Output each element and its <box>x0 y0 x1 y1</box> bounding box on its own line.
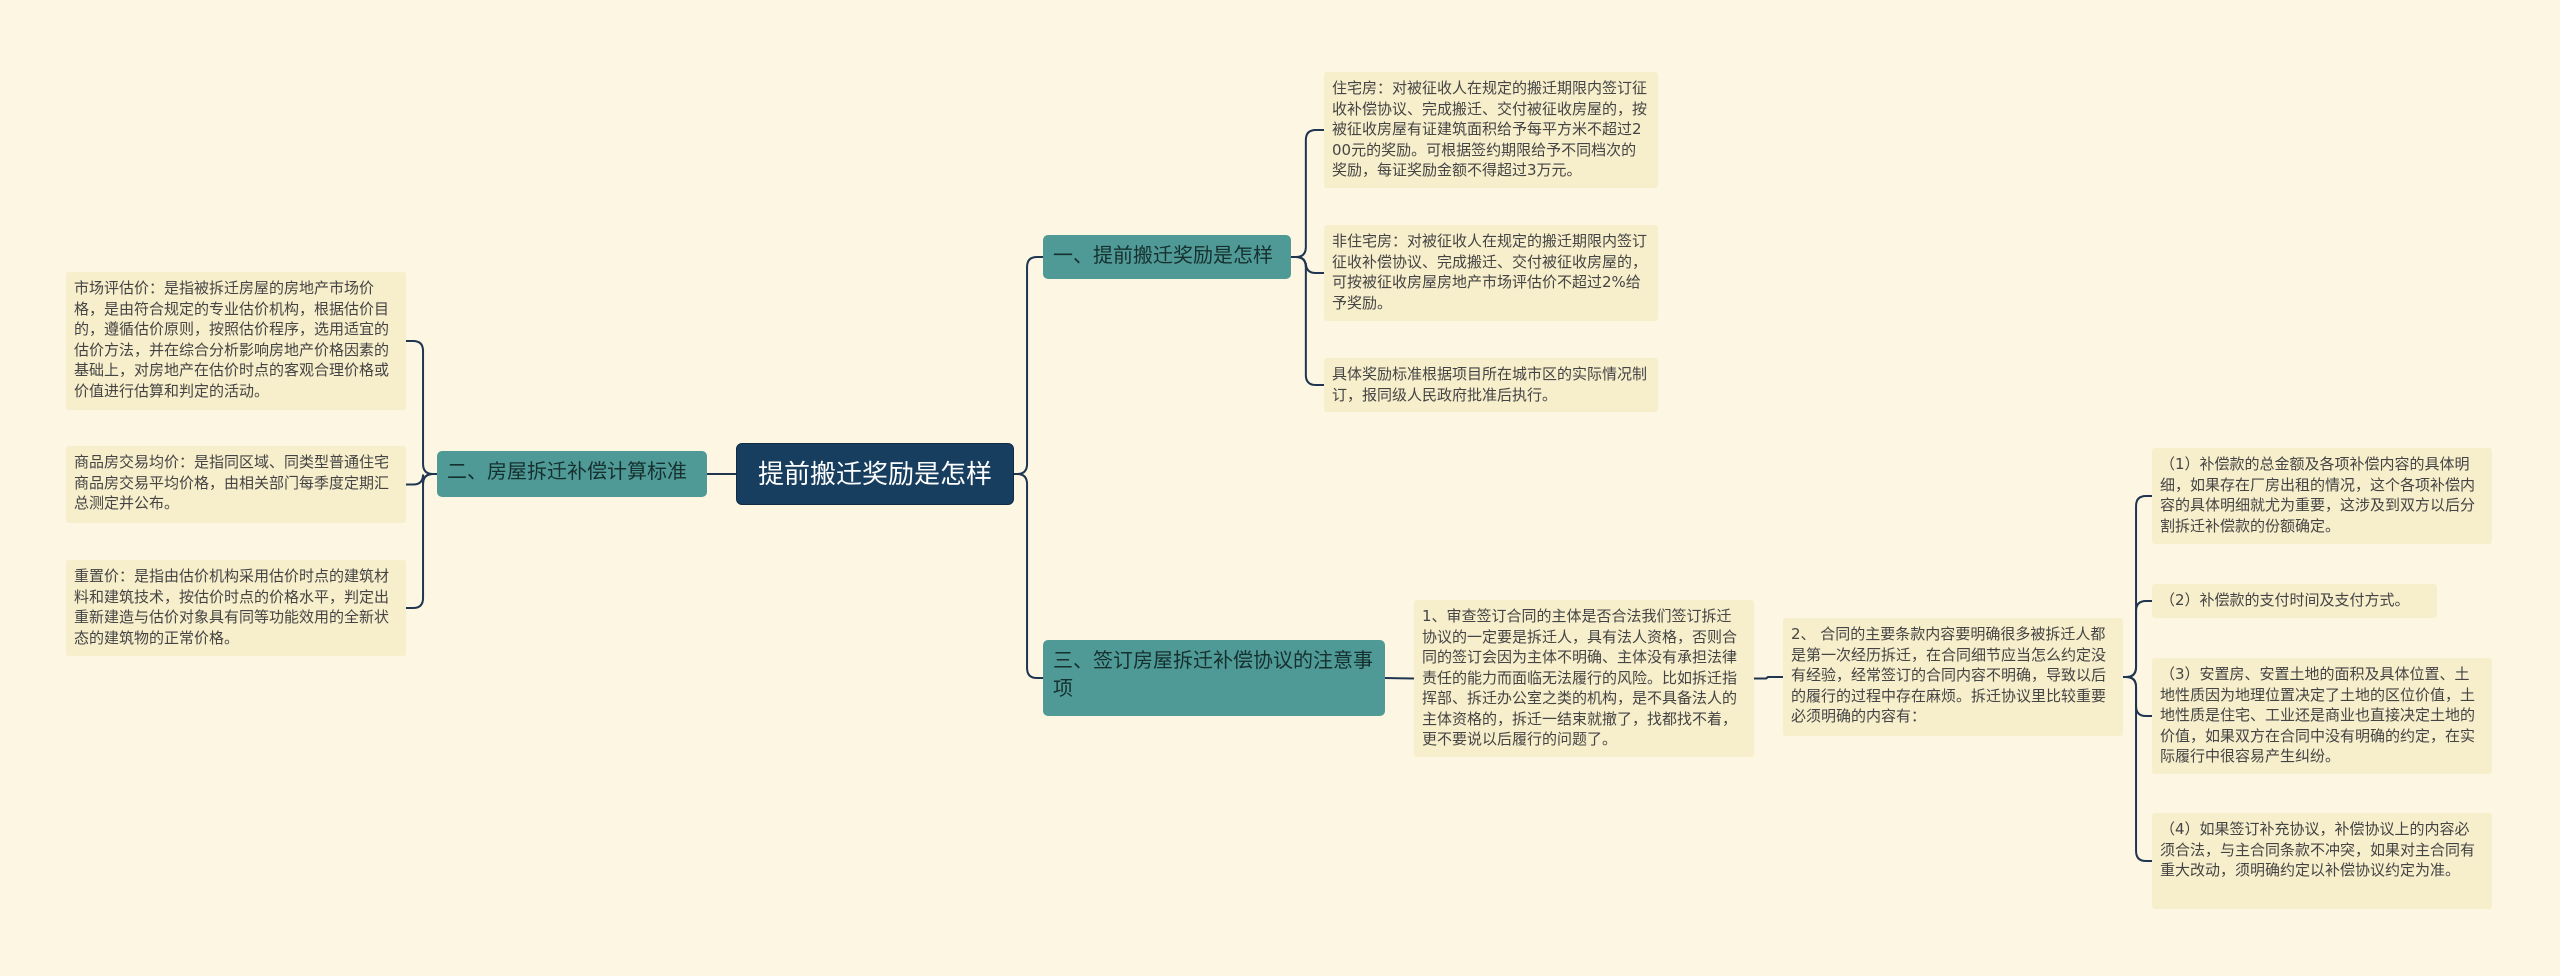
leaf-term-supplementary-text: （4）如果签订补充协议，补偿协议上的内容必须合法，与主合同条款不冲突，如果对主合… <box>2160 820 2476 879</box>
central-topic-label: 提前搬迁奖励是怎样 <box>757 460 992 490</box>
branch-topic-1[interactable]: 一、提前搬迁奖励是怎样 <box>1043 235 1291 279</box>
leaf-residential-reward[interactable]: 住宅房：对被征收人在规定的搬迁期限内签订征收补偿协议、完成搬迁、交付被征收房屋的… <box>1324 72 1658 188</box>
branch-1-connector <box>1291 256 1324 274</box>
leaf-contract-subject-text: 1、审查签订合同的主体是否合法我们签订拆迁协议的一定要是拆迁人，具有法人资格，否… <box>1422 607 1738 748</box>
branch-topic-2-label: 二、房屋拆迁补偿计算标准 <box>447 459 687 483</box>
leaf-term-resettlement-text: （3）安置房、安置土地的面积及具体位置、土地性质因为地理位置决定了土地的区位价值… <box>2160 665 2476 765</box>
leaf-contract-terms[interactable]: 2、 合同的主要条款内容要明确很多被拆迁人都是第一次经历拆迁，在合同细节应当怎么… <box>1783 618 2123 736</box>
leaf-term-resettlement[interactable]: （3）安置房、安置土地的面积及具体位置、土地性质因为地理位置决定了土地的区位价值… <box>2152 658 2492 774</box>
branch-3-sub-connector <box>1754 676 1783 680</box>
branch-2-connector <box>406 340 437 475</box>
branch-topic-3[interactable]: 三、签订房屋拆迁补偿协议的注意事项 <box>1043 640 1385 716</box>
branch-3-terms-connector <box>2123 600 2152 678</box>
branch-topic-1-label: 一、提前搬迁奖励是怎样 <box>1053 243 1273 267</box>
branch-1-connector <box>1291 129 1324 258</box>
leaf-term-payment[interactable]: （2）补偿款的支付时间及支付方式。 <box>2152 584 2437 618</box>
leaf-replacement-cost[interactable]: 重置价：是指由估价机构采用估价时点的建筑材料和建筑技术，按估价时点的价格水平，判… <box>66 560 406 656</box>
leaf-average-price-text: 商品房交易均价：是指同区域、同类型普通住宅商品房交易平均价格，由相关部门每季度定… <box>74 453 390 512</box>
leaf-market-valuation[interactable]: 市场评估价：是指被拆迁房屋的房地产市场价格，是由符合规定的专业估价机构，根据估价… <box>66 272 406 410</box>
branch-3-terms-connector <box>2123 676 2152 862</box>
branch-3-terms-connector <box>2123 676 2152 717</box>
branch-2-connector <box>406 473 437 486</box>
leaf-reward-standard[interactable]: 具体奖励标准根据项目所在城市区的实际情况制订，报同级人民政府批准后执行。 <box>1324 358 1658 412</box>
root-right-connector <box>1014 473 1043 679</box>
branch-topic-2[interactable]: 二、房屋拆迁补偿计算标准 <box>437 451 707 497</box>
leaf-contract-subject[interactable]: 1、审查签订合同的主体是否合法我们签订拆迁协议的一定要是拆迁人，具有法人资格，否… <box>1414 600 1754 757</box>
leaf-market-valuation-text: 市场评估价：是指被拆迁房屋的房地产市场价格，是由符合规定的专业估价机构，根据估价… <box>74 279 390 400</box>
leaf-term-compensation-amount-text: （1）补偿款的总金额及各项补偿内容的具体明细，如果存在厂房出租的情况，这个各项补… <box>2160 455 2476 535</box>
central-topic[interactable]: 提前搬迁奖励是怎样 <box>736 443 1014 505</box>
leaf-term-payment-text: （2）补偿款的支付时间及支付方式。 <box>2160 591 2410 609</box>
leaf-replacement-cost-text: 重置价：是指由估价机构采用估价时点的建筑材料和建筑技术，按估价时点的价格水平，判… <box>74 567 390 647</box>
branch-3-terms-connector <box>2123 495 2152 678</box>
branch-2-connector <box>406 473 437 609</box>
leaf-average-price[interactable]: 商品房交易均价：是指同区域、同类型普通住宅商品房交易平均价格，由相关部门每季度定… <box>66 446 406 523</box>
leaf-reward-standard-text: 具体奖励标准根据项目所在城市区的实际情况制订，报同级人民政府批准后执行。 <box>1332 365 1648 404</box>
branch-topic-3-label: 三、签订房屋拆迁补偿协议的注意事项 <box>1053 648 1373 700</box>
leaf-term-compensation-amount[interactable]: （1）补偿款的总金额及各项补偿内容的具体明细，如果存在厂房出租的情况，这个各项补… <box>2152 448 2492 544</box>
branch-1-connector <box>1291 256 1324 386</box>
root-right-connector <box>1014 256 1043 475</box>
leaf-term-supplementary[interactable]: （4）如果签订补充协议，补偿协议上的内容必须合法，与主合同条款不冲突，如果对主合… <box>2152 813 2492 909</box>
leaf-nonresidential-reward-text: 非住宅房：对被征收人在规定的搬迁期限内签订征收补偿协议、完成搬迁、交付被征收房屋… <box>1332 232 1648 312</box>
leaf-contract-terms-text: 2、 合同的主要条款内容要明确很多被拆迁人都是第一次经历拆迁，在合同细节应当怎么… <box>1791 625 2107 725</box>
leaf-nonresidential-reward[interactable]: 非住宅房：对被征收人在规定的搬迁期限内签订征收补偿协议、完成搬迁、交付被征收房屋… <box>1324 225 1658 321</box>
branch-3-connector <box>1384 677 1415 680</box>
leaf-residential-reward-text: 住宅房：对被征收人在规定的搬迁期限内签订征收补偿协议、完成搬迁、交付被征收房屋的… <box>1332 79 1648 179</box>
